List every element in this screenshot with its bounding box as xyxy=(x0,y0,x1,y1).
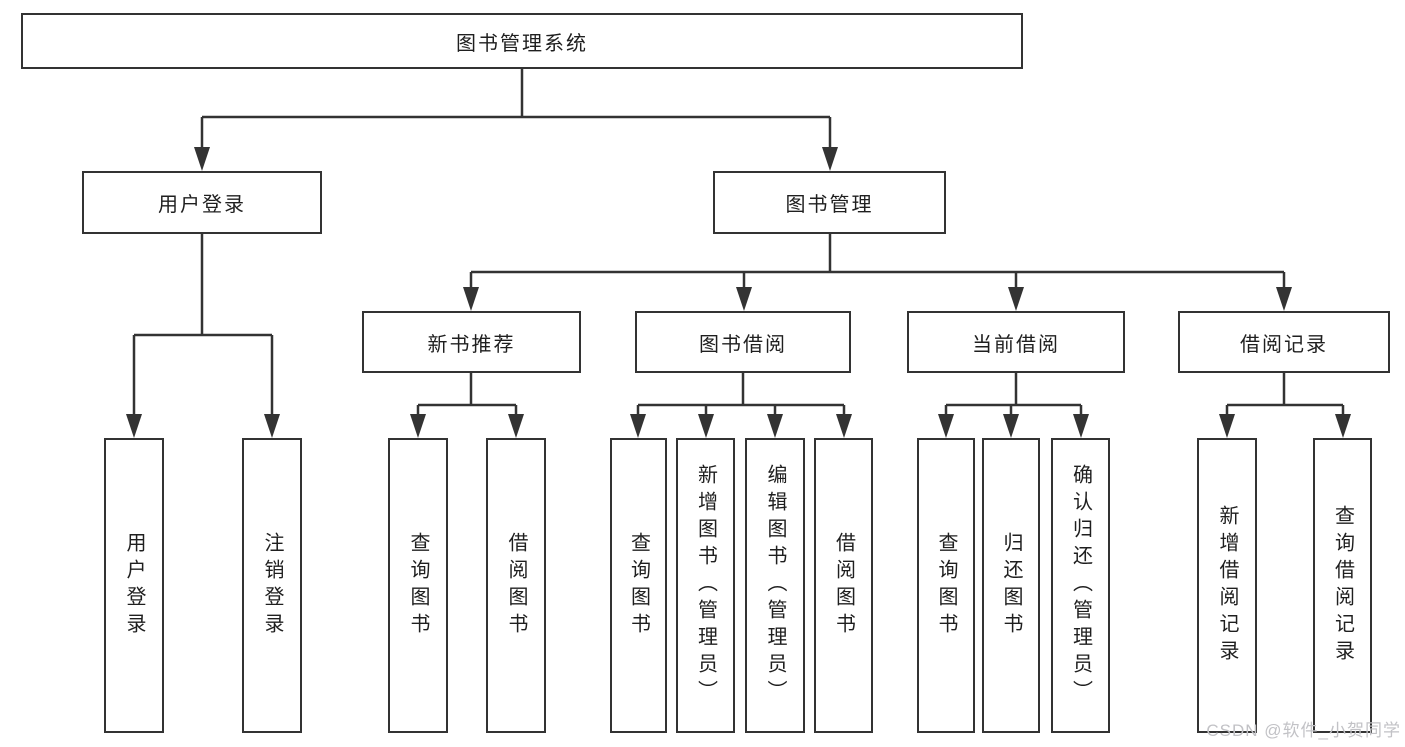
leaf-query-books-recommend: 查询图书 xyxy=(388,438,448,733)
leaf-logout-label: 注销登录 xyxy=(261,531,283,640)
node-book-management-label: 图书管理 xyxy=(785,194,874,216)
leaf-user-login: 用户登录 xyxy=(104,438,164,733)
leaf-edit-books-admin: 编辑图书（管理员） xyxy=(745,438,805,733)
leaf-query-borrow-record-label: 查询借阅记录 xyxy=(1331,504,1354,667)
node-current-borrowing-label: 当前借阅 xyxy=(972,333,1060,356)
leaf-query-books-borrowing-label: 查询图书 xyxy=(627,531,650,640)
leaf-return-books-label: 归还图书 xyxy=(1000,531,1022,640)
leaf-borrow-books-recommend-label: 借阅图书 xyxy=(505,531,527,640)
node-user-login-label: 用户登录 xyxy=(158,194,246,216)
node-root-label: 图书管理系统 xyxy=(456,32,588,55)
leaf-add-books-admin: 新增图书（管理员） xyxy=(676,438,735,733)
leaf-borrow-books: 借阅图书 xyxy=(814,438,873,733)
node-book-borrowing: 图书借阅 xyxy=(635,311,851,373)
leaf-return-books: 归还图书 xyxy=(982,438,1040,733)
leaf-user-login-label: 用户登录 xyxy=(123,531,145,640)
node-current-borrowing: 当前借阅 xyxy=(907,311,1125,373)
leaf-add-borrow-record: 新增借阅记录 xyxy=(1197,438,1257,733)
node-new-book-recommend: 新书推荐 xyxy=(362,311,581,373)
leaf-logout: 注销登录 xyxy=(242,438,302,733)
leaf-query-books-recommend-label: 查询图书 xyxy=(407,531,429,640)
node-borrowing-records: 借阅记录 xyxy=(1178,311,1390,373)
leaf-confirm-return-admin: 确认归还（管理员） xyxy=(1051,438,1110,733)
leaf-query-books-current: 查询图书 xyxy=(917,438,975,733)
node-book-management: 图书管理 xyxy=(713,171,946,234)
node-book-borrowing-label: 图书借阅 xyxy=(699,333,787,356)
node-user-login: 用户登录 xyxy=(82,171,322,234)
node-root: 图书管理系统 xyxy=(21,13,1023,69)
leaf-query-books-borrowing: 查询图书 xyxy=(610,438,667,733)
leaf-edit-books-admin-label: 编辑图书（管理员） xyxy=(764,464,786,707)
leaf-add-books-admin-label: 新增图书（管理员） xyxy=(694,464,717,707)
leaf-borrow-books-label: 借阅图书 xyxy=(832,531,855,640)
leaf-borrow-books-recommend: 借阅图书 xyxy=(486,438,546,733)
leaf-query-books-current-label: 查询图书 xyxy=(935,531,957,640)
node-borrowing-records-label: 借阅记录 xyxy=(1240,333,1328,356)
leaf-query-borrow-record: 查询借阅记录 xyxy=(1313,438,1372,733)
arrowheads xyxy=(126,147,1351,438)
leaf-add-borrow-record-label: 新增借阅记录 xyxy=(1216,504,1238,667)
leaf-confirm-return-admin-label: 确认归还（管理员） xyxy=(1069,464,1092,707)
csdn-watermark: CSDN @软件_小贺同学 xyxy=(1206,721,1401,740)
node-new-book-recommend-label: 新书推荐 xyxy=(427,333,516,356)
